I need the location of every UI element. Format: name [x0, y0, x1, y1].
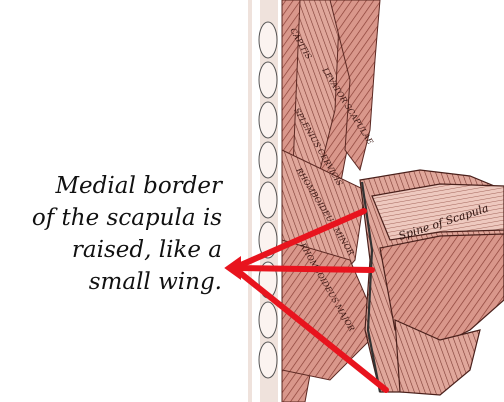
caption: Medial border of the scapula is raised, …: [0, 170, 222, 298]
caption-line-4: small wing.: [0, 266, 222, 298]
vertebral-column: [248, 0, 278, 402]
caption-line-3: raised, like a: [0, 234, 222, 266]
caption-line-1: Medial border: [0, 170, 222, 202]
arrow-middle: [234, 268, 372, 270]
arrow-tail-head: [226, 258, 240, 278]
caption-line-2: of the scapula is: [0, 202, 222, 234]
